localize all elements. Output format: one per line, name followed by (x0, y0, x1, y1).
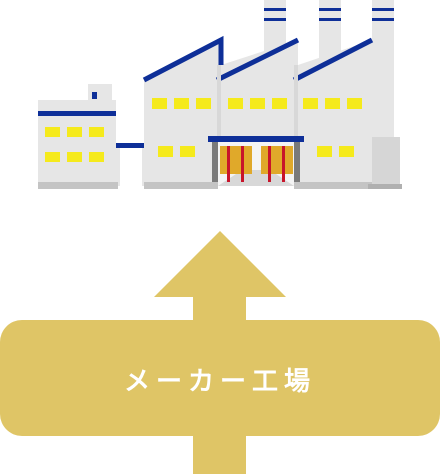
cargo-left (220, 146, 252, 182)
label-box: メーカー工場 (0, 320, 440, 436)
connector (116, 143, 146, 186)
label-text: メーカー工場 (124, 367, 316, 397)
loading-dock (208, 136, 304, 188)
chimney-3 (368, 0, 400, 185)
small-building-windows (45, 127, 104, 162)
ground (38, 182, 402, 189)
small-building (38, 84, 116, 186)
main-building (142, 35, 374, 188)
factory-illustration (38, 0, 402, 189)
main-building-windows (152, 98, 362, 157)
cargo-right (261, 146, 293, 182)
